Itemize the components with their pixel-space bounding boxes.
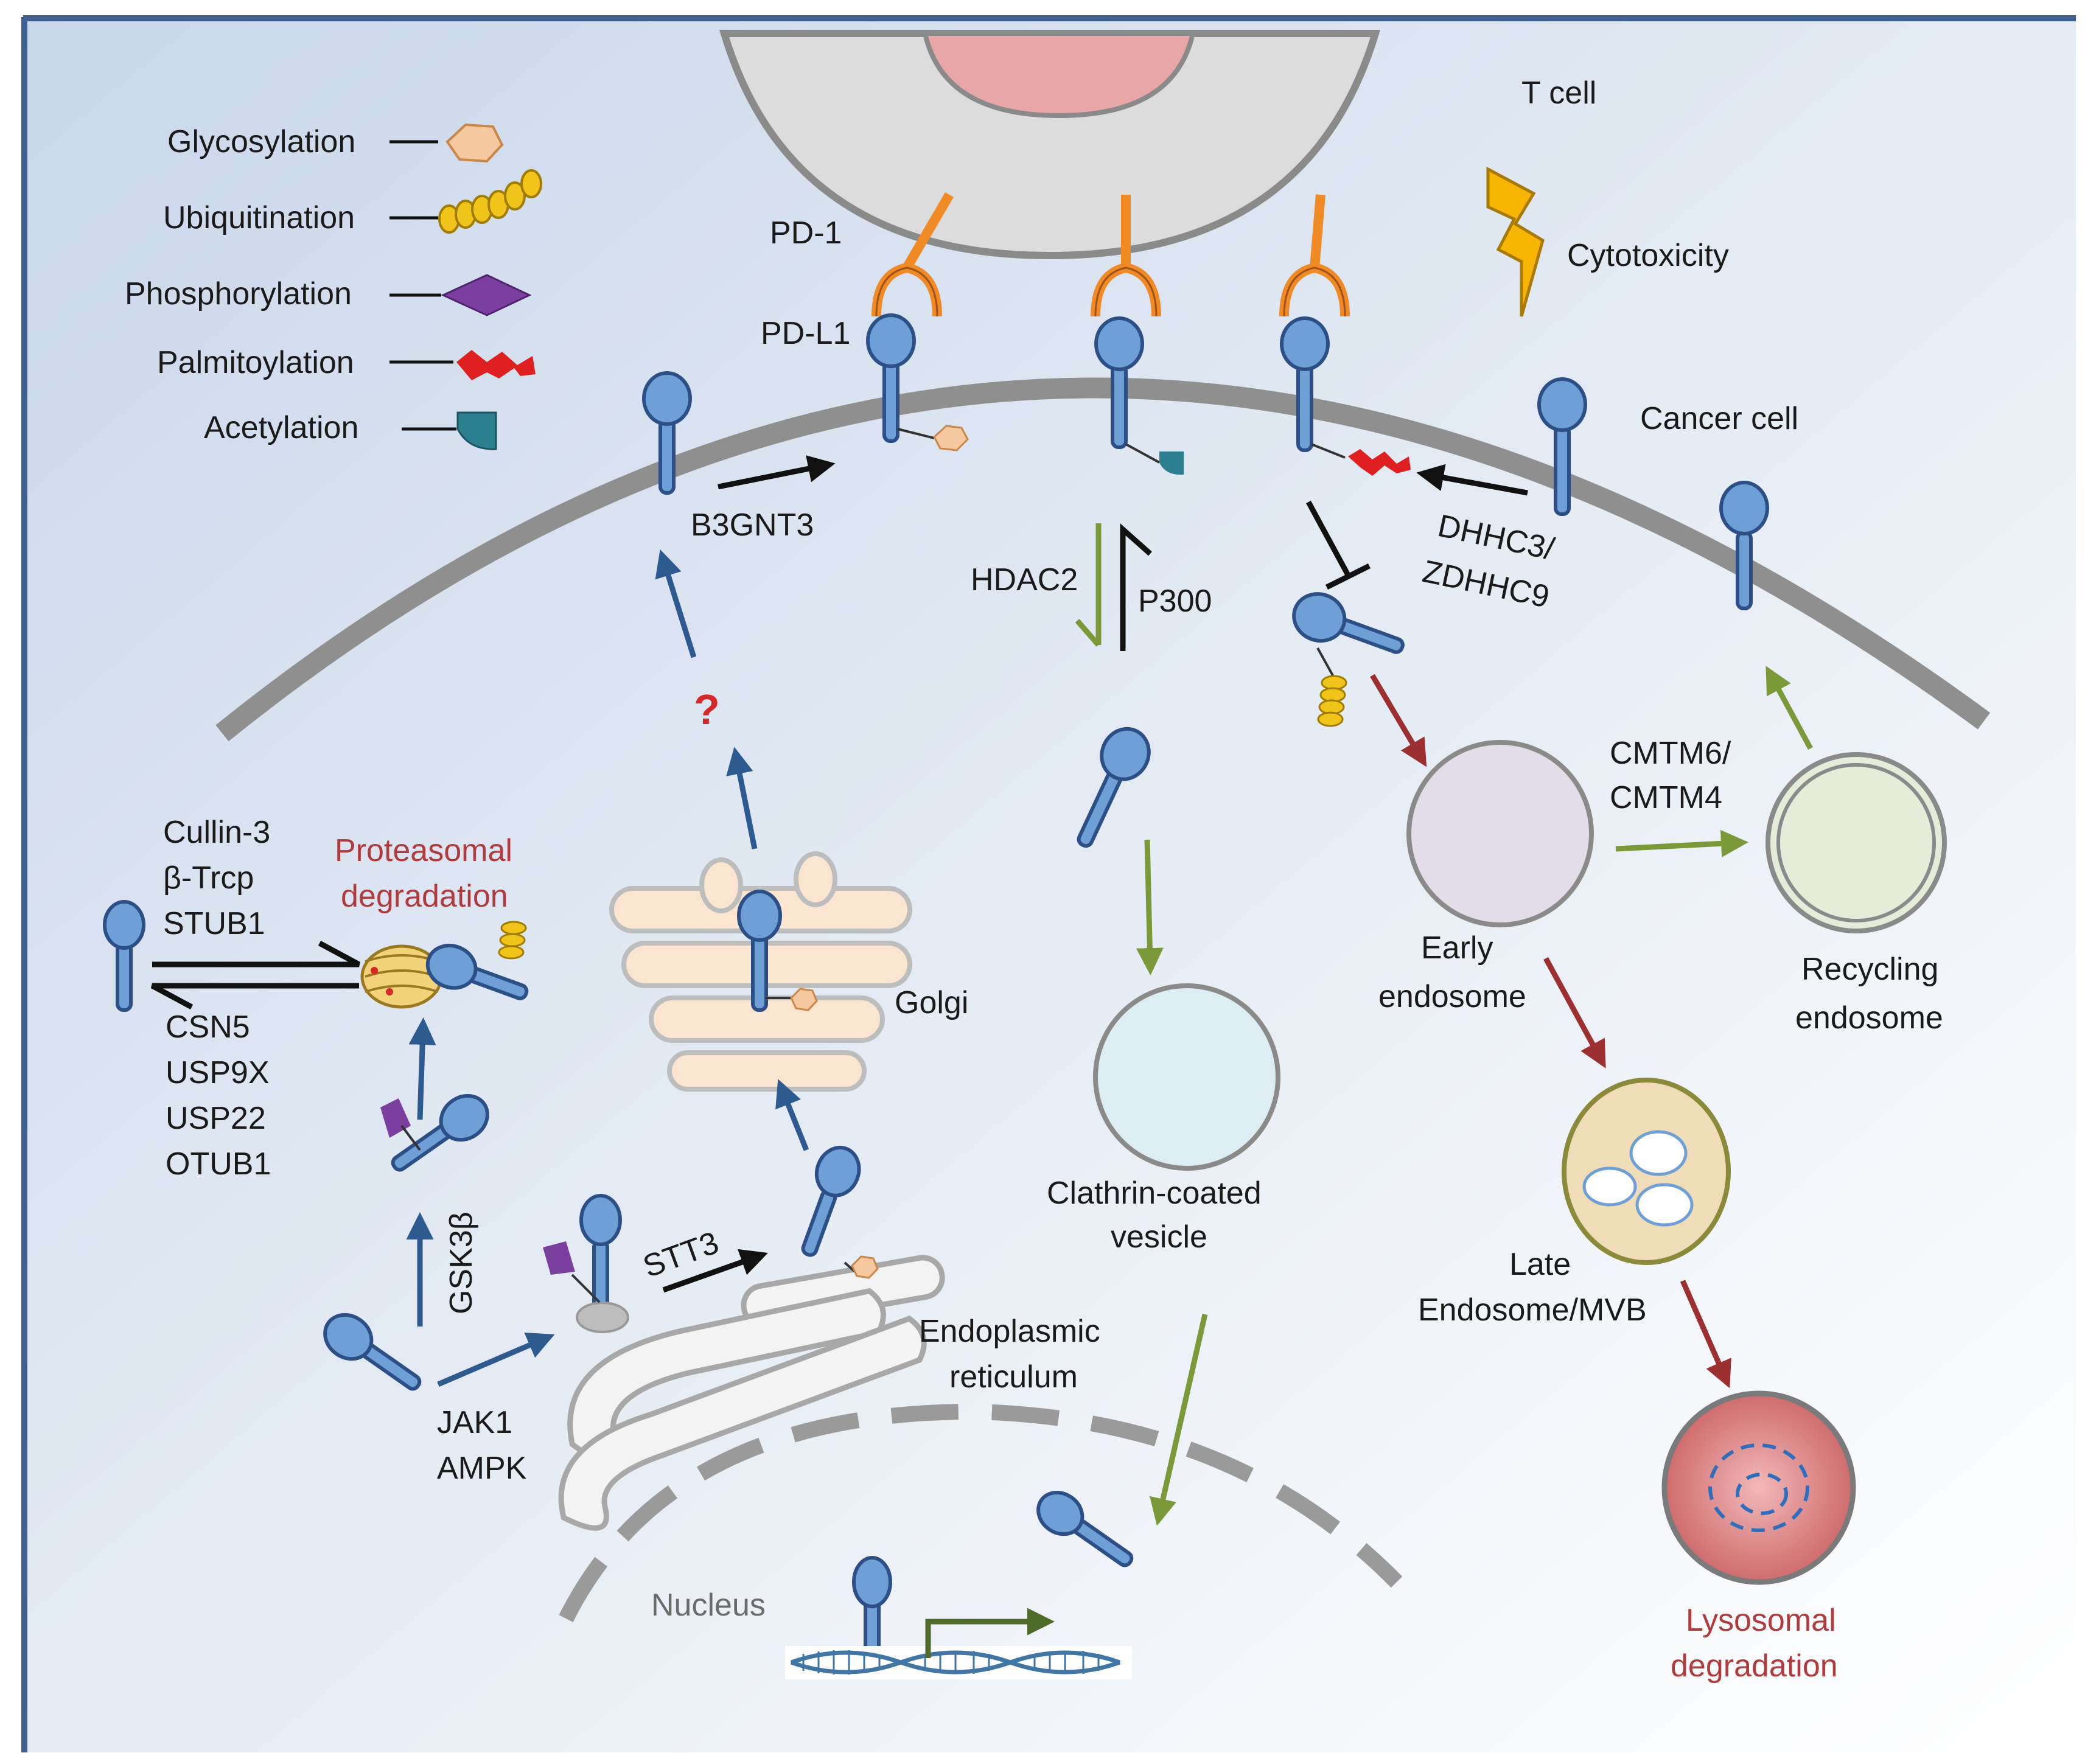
legend-palmitoylation: Palmitoylation — [157, 345, 354, 380]
p300-arrow — [1120, 523, 1152, 651]
btrcp-label: β-Trcp — [163, 860, 254, 896]
pd-1-receptor-outline — [875, 267, 1346, 317]
recycling-arrow — [1765, 666, 1813, 750]
glycan-modification — [933, 425, 969, 451]
acetyl-modification — [1159, 451, 1184, 475]
early-endosome-label-1: Early — [1421, 930, 1493, 966]
glycosylation-icon — [445, 123, 504, 163]
er-label-2: reticulum — [949, 1359, 1078, 1395]
er-to-golgi-arrow — [775, 1079, 809, 1151]
proteasome-icon — [360, 944, 443, 1009]
recycling-endosome — [1765, 752, 1947, 933]
er-label-1: Endoplasmic — [919, 1314, 1100, 1349]
ubiquitination-forward-arrow — [152, 941, 361, 967]
dhhc-arrow — [1416, 464, 1528, 496]
ubiquitin-chain — [1317, 675, 1347, 727]
lightning-bolt-icon — [1486, 166, 1545, 317]
csn5-label: CSN5 — [166, 1009, 250, 1045]
cancer-cell-label: Cancer cell — [1640, 401, 1798, 436]
cmtm6-label: CMTM6/ — [1610, 736, 1731, 771]
hdac2-label: HDAC2 — [971, 562, 1078, 598]
palmitoylation-icon — [456, 350, 536, 380]
dna-helix-icon — [785, 1646, 1132, 1679]
nucleus-label: Nucleus — [651, 1588, 766, 1623]
b3gnt3-arrow — [718, 455, 836, 490]
t-cell — [719, 30, 1381, 260]
late-endosome-label-2: Endosome/MVB — [1418, 1292, 1647, 1328]
palmitoyl-modification — [1348, 449, 1411, 476]
phospho-modification — [543, 1241, 575, 1275]
internalization-arrow — [1370, 674, 1427, 767]
pdl1-label: PD-L1 — [761, 316, 850, 351]
stub1-label: STUB1 — [163, 906, 265, 941]
jak1-label: JAK1 — [437, 1405, 512, 1440]
golgi-exit-arrow — [726, 747, 758, 849]
nuclear-entry-arrow — [1150, 1314, 1208, 1526]
late-endosome-label-1: Late — [1509, 1247, 1571, 1282]
t-cell-label: T cell — [1521, 75, 1596, 111]
otub1-label: OTUB1 — [166, 1146, 271, 1182]
palmitoylation-inhibition — [1306, 500, 1371, 590]
ampk-label: AMPK — [437, 1451, 527, 1486]
cmtm4-label: CMTM4 — [1610, 780, 1722, 815]
golgi-label: Golgi — [895, 985, 968, 1020]
lysosomal-degradation-label-2: degradation — [1671, 1648, 1838, 1684]
proteasomal-label-2: degradation — [341, 879, 508, 914]
membrane-delivery-arrow — [655, 549, 697, 658]
recycling-endosome-label-2: endosome — [1795, 1000, 1943, 1036]
usp9x-label: USP9X — [166, 1055, 270, 1090]
legend-glycosylation: Glycosylation — [167, 124, 355, 159]
endoplasmic-reticulum — [558, 1255, 945, 1531]
p300-label: P300 — [1138, 584, 1212, 619]
translation-arrow — [437, 1332, 555, 1387]
intraluminal-vesicles — [1582, 1130, 1694, 1227]
legend: Glycosylation Ubiquitination Phosphoryla… — [125, 123, 542, 450]
acetylation-icon — [456, 411, 497, 450]
b3gnt3-label: B3GNT3 — [691, 507, 814, 543]
proteasome-delivery-arrow — [408, 1017, 436, 1120]
lysosomal-degradation-label-1: Lysosomal — [1686, 1603, 1836, 1638]
cmtm-arrow — [1615, 829, 1748, 857]
clathrin-coated-vesicle — [1093, 983, 1280, 1171]
phosphorylation-icon — [441, 274, 532, 316]
cullin3-label: Cullin-3 — [163, 815, 270, 850]
early-endosome-label-2: endosome — [1378, 979, 1526, 1014]
glyco-modification — [851, 1255, 879, 1279]
deubiquitination-reverse-arrow — [150, 983, 359, 1009]
cancer-cell-membrane — [215, 377, 1991, 742]
proteasomal-label-1: Proteasomal — [335, 833, 512, 868]
gsk3b-label: GSK3β — [444, 1211, 479, 1314]
legend-phosphorylation: Phosphorylation — [125, 276, 352, 312]
lysosome-arrow — [1680, 1280, 1731, 1389]
stt3-arrow — [662, 1249, 768, 1293]
pd1-label: PD-1 — [770, 215, 842, 251]
endocytosis-arrow — [1136, 839, 1164, 975]
lysosome — [1661, 1390, 1856, 1585]
proteasome-ubiquitin — [498, 921, 527, 960]
legend-acetylation: Acetylation — [204, 410, 358, 445]
maturation-arrow — [1543, 957, 1606, 1069]
unknown-trafficking-mark: ? — [694, 686, 720, 733]
clathrin-label-1: Clathrin-coated — [1047, 1176, 1262, 1211]
recycling-endosome-label-1: Recycling — [1801, 952, 1938, 987]
cytotoxicity-label: Cytotoxicity — [1567, 238, 1729, 273]
clathrin-label-2: vesicle — [1111, 1219, 1207, 1255]
er-translocon — [576, 1302, 629, 1333]
degraded-fragments — [1708, 1443, 1809, 1532]
nuclear-envelope — [559, 1403, 1403, 1622]
usp22-label: USP22 — [166, 1101, 266, 1136]
transcription-arrow — [925, 1608, 1055, 1658]
early-endosome — [1406, 740, 1594, 927]
golgi — [609, 851, 912, 1092]
ubiquitination-icon — [438, 169, 542, 234]
legend-ubiquitination: Ubiquitination — [163, 200, 355, 235]
